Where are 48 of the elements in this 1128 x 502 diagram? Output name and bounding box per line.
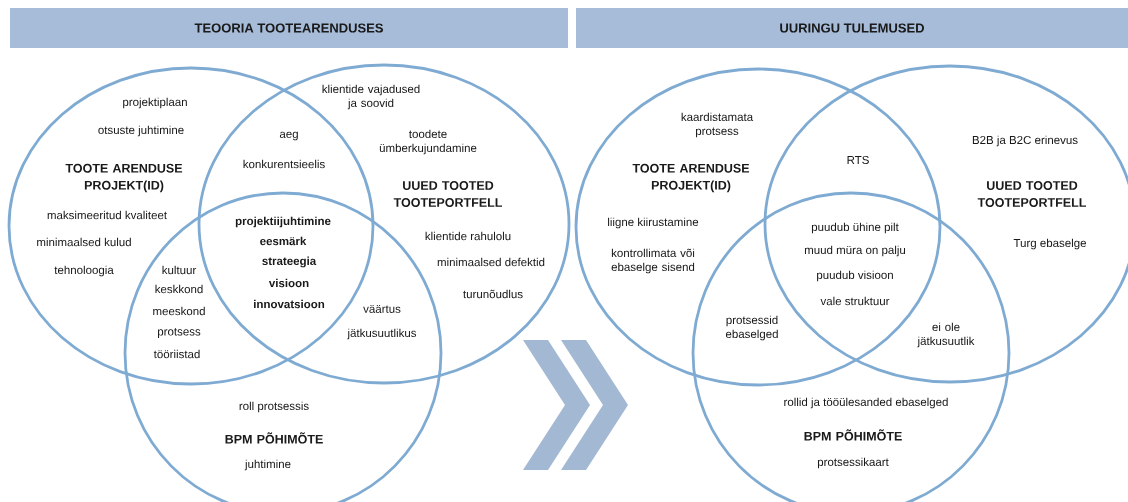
venn-label: liigne kiirustamine	[608, 217, 699, 229]
venn-label: konkurentsieelis	[243, 159, 325, 169]
venn-label: aeg	[279, 131, 298, 141]
circle-heading: TOOTE ARENDUSE PROJEKT(ID)	[632, 163, 750, 193]
venn-label: protsess	[158, 328, 201, 338]
circle-heading: TOOTE ARENDUSE PROJEKT(ID)	[65, 163, 183, 193]
venn-label: meeskond	[153, 306, 205, 316]
venn-label: innovatsioon	[254, 299, 325, 309]
venn-label: minimaalsed defektid	[437, 257, 545, 267]
venn-label: protsessikaart	[817, 457, 889, 469]
circle-heading: UUED TOOTED TOOTEPORTFELL	[977, 181, 1086, 207]
venn-label: keskkond	[155, 284, 203, 294]
venn-label: kultuur	[162, 265, 197, 275]
venn-label: jätkusuutlikus	[347, 328, 417, 340]
header-band: UURINGU TULEMUSED	[576, 8, 1128, 48]
venn-label: protsessid ebaselged	[725, 315, 778, 341]
circle-heading: UUED TOOTED TOOTEPORTFELL	[393, 181, 503, 207]
circle-heading: BPM PÕHIMÕTE	[804, 429, 902, 441]
venn-label: toodete ümberkujundamine	[379, 129, 477, 155]
venn-label: B2B ja B2C erinevus	[972, 135, 1078, 147]
venn-label: rollid ja tööülesanded ebaselged	[784, 397, 948, 409]
venn-label: visioon	[268, 278, 309, 288]
venn-label: roll protsessis	[239, 401, 309, 413]
venn-label: juhtimine	[244, 459, 291, 471]
circle-heading: BPM PÕHIMÕTE	[225, 432, 323, 444]
venn-label: kaardistamata protsess	[681, 112, 754, 138]
venn-label: projektiplaan	[123, 97, 187, 109]
venn-label: puudub visioon	[817, 270, 893, 282]
venn-label: puudub ühine pilt	[811, 222, 899, 234]
venn-label: eesmärk	[260, 236, 307, 246]
venn-label: klientide rahulolu	[425, 231, 511, 241]
venn-label: turunõudlus	[463, 289, 523, 299]
venn-label: RTS	[847, 155, 869, 165]
venn-label: klientide vajadused ja soovid	[322, 84, 420, 110]
venn-label: maksimeeritud kvaliteet	[47, 210, 167, 220]
venn-label: tööriistad	[153, 349, 200, 359]
venn-label: strateegia	[262, 256, 317, 268]
venn-label: tehnoloogia	[54, 265, 114, 277]
venn-label: kontrollimata või ebaselge sisend	[611, 248, 695, 274]
venn-label: minimaalsed kulud	[37, 237, 131, 247]
venn-label: vale struktuur	[820, 296, 890, 306]
header-band: TEOORIA TOOTEARENDUSES	[10, 8, 568, 48]
venn-label: ei ole jätkusuutlik	[917, 322, 975, 348]
venn-label: muud müra on palju	[804, 245, 906, 257]
venn-label: väärtus	[363, 305, 401, 313]
venn-label: otsuste juhtimine	[98, 125, 184, 137]
venn-label: projektiijuhtimine	[235, 216, 331, 228]
venn-label: Turg ebaselge	[1013, 238, 1086, 250]
